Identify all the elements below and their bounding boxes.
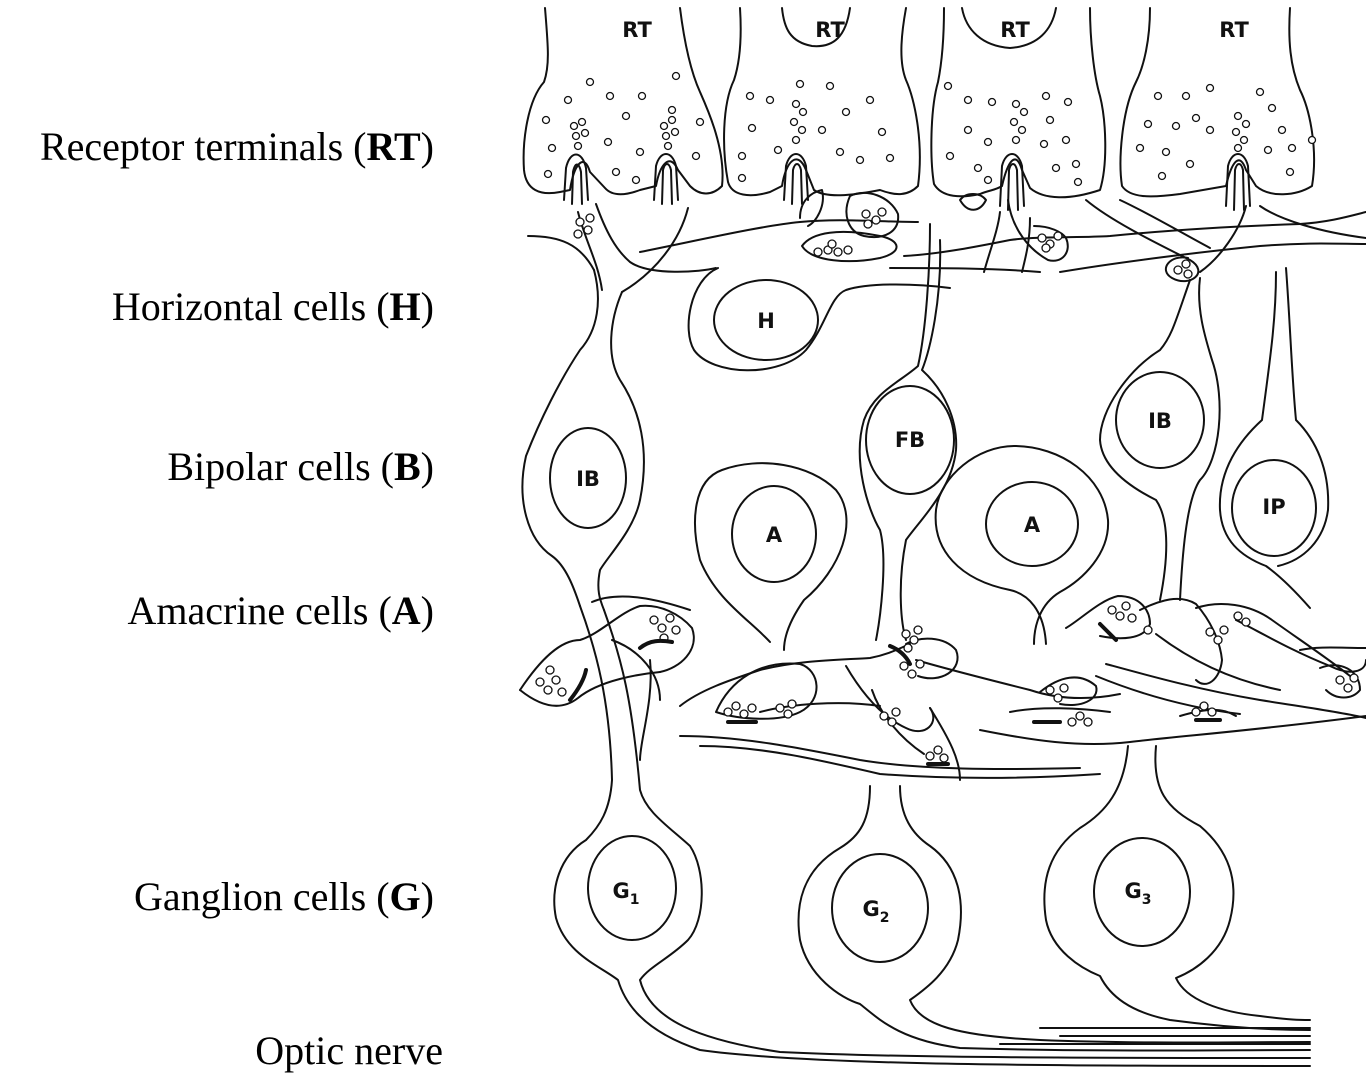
interplexiform-cell: IP (1220, 268, 1328, 608)
label-rt-3: RT (1000, 18, 1030, 42)
rt-labels: RT RT RT RT (622, 18, 1249, 42)
label-ib-right: IB (1148, 409, 1172, 433)
opl-vesicle-clusters (574, 208, 1192, 278)
ganglion-cell-1: G1 (554, 606, 1310, 1066)
ganglion-cell-2: G2 (799, 786, 1310, 1051)
ganglion-cell-3: G3 (1044, 746, 1310, 1030)
label-a-left: A (766, 523, 783, 547)
bipolar-cell-ib-left: IB (522, 270, 643, 610)
label-fb: FB (895, 428, 925, 452)
amacrine-cell-left: A (695, 463, 846, 650)
amacrine-cell-right: A (936, 446, 1108, 644)
horizontal-cell: H (689, 268, 950, 370)
label-rt-4: RT (1219, 18, 1249, 42)
bipolar-cell-ib-right: IB (1100, 278, 1220, 600)
label-ib-left: IB (576, 467, 600, 491)
label-rt-1: RT (622, 18, 652, 42)
receptor-terminal-4 (1121, 8, 1315, 196)
label-h: H (757, 309, 775, 333)
inner-plexiform-processes (520, 596, 1366, 780)
label-ip: IP (1262, 495, 1285, 519)
outer-plexiform-processes (528, 190, 1366, 292)
label-a-right: A (1024, 513, 1041, 537)
terminal-vesicles (543, 73, 1316, 186)
label-rt-2: RT (815, 18, 845, 42)
